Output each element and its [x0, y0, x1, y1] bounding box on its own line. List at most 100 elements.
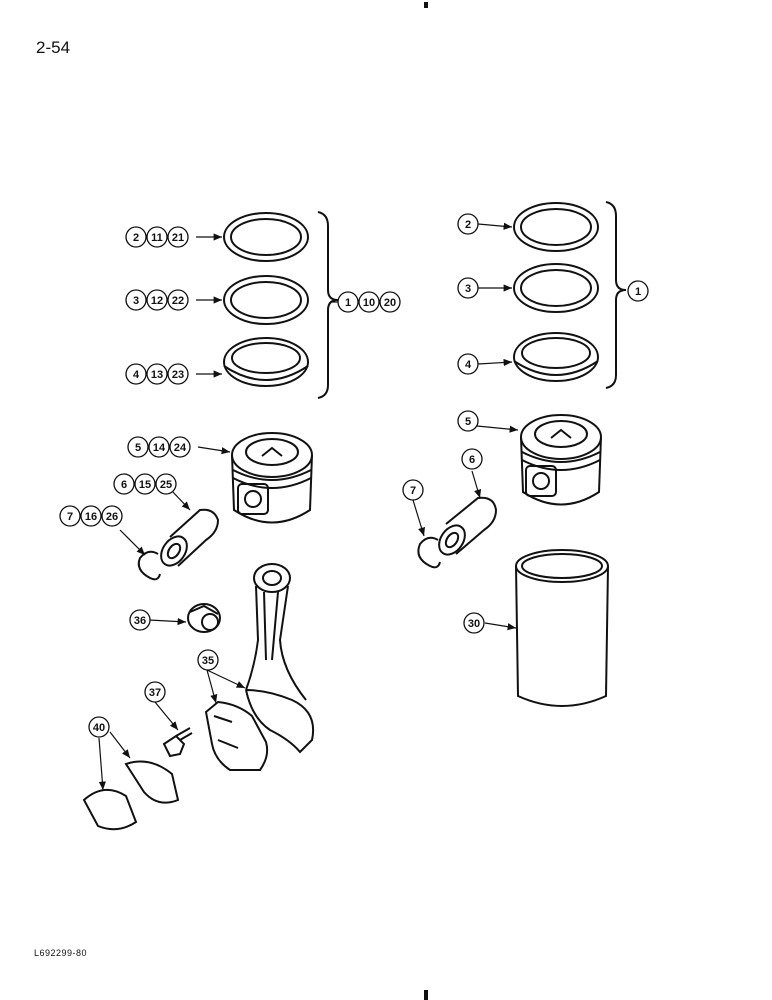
callout-number: 25 [160, 479, 172, 491]
callout-circle [457, 213, 479, 235]
callout-circle [457, 410, 479, 432]
callout-number: 11 [151, 232, 163, 244]
callout-circle [167, 289, 189, 311]
callout-circle [457, 353, 479, 375]
connecting-rod [245, 563, 314, 754]
callout-circle [88, 716, 110, 738]
callout-circle [197, 649, 219, 671]
callout-circle [127, 436, 149, 458]
callout-circle [337, 291, 359, 313]
callout-circle [134, 473, 156, 495]
callout-number: 40 [93, 722, 105, 734]
callout-ring-set-left: 1 10 20 [337, 291, 401, 313]
callout-number: 2 [133, 232, 139, 244]
callout-rod-bolt: 37 [144, 681, 166, 703]
callout-ring-set-right: 1 [627, 280, 649, 302]
callout-number: 13 [151, 369, 163, 381]
callout-circle [146, 226, 168, 248]
snap-ring-left [137, 550, 161, 581]
callout-number: 1 [345, 297, 351, 309]
callout-number: 26 [106, 511, 118, 523]
callout-circle [461, 448, 483, 470]
callout-number: 35 [202, 655, 214, 667]
callout-circle [155, 473, 177, 495]
snap-ring-right [417, 536, 441, 569]
callout-number: 5 [135, 442, 141, 454]
callout-circle [457, 277, 479, 299]
callout-number: 6 [469, 454, 475, 466]
piston-ring-top-left [223, 212, 309, 262]
callout-circle [125, 226, 147, 248]
callout-circle [59, 505, 81, 527]
registration-mark-bottom [424, 990, 428, 1000]
callout-number: 23 [172, 369, 184, 381]
callout-circle [627, 280, 649, 302]
cylinder-sleeve [515, 549, 609, 707]
small-end-bushing [187, 603, 221, 633]
piston-pin-left [160, 508, 220, 567]
callout-circle [379, 291, 401, 313]
callout-circle [80, 505, 102, 527]
callout-number: 6 [121, 479, 127, 491]
callout-circle [129, 609, 151, 631]
callout-circle [169, 436, 191, 458]
callout-number: 3 [465, 283, 471, 295]
callout-number: 7 [67, 511, 73, 523]
callout-ring-top-left: 2 11 21 [125, 226, 189, 248]
callout-bearing-shells: 40 [88, 716, 110, 738]
piston-left [231, 432, 313, 524]
callout-number: 10 [363, 297, 375, 309]
reference-code: L692299-80 [34, 948, 88, 958]
callout-circle [463, 612, 485, 634]
piston-ring-bottom-right [513, 332, 599, 382]
callout-circle [113, 473, 135, 495]
callout-ring-mid-right: 3 [457, 277, 479, 299]
callout-number: 24 [174, 442, 187, 454]
callout-circle [146, 289, 168, 311]
piston-right [520, 414, 602, 506]
registration-mark-top [424, 2, 428, 8]
callout-pin-right: 6 [461, 448, 483, 470]
callout-number: 37 [149, 687, 161, 699]
callout-snap-ring-right: 7 [402, 479, 424, 501]
piston-ring-top-right [513, 202, 599, 252]
callout-number: 14 [153, 442, 166, 454]
bearing-shell-lower [82, 789, 138, 831]
callout-ring-bot-left: 4 13 23 [125, 363, 189, 385]
callout-number: 22 [172, 295, 184, 307]
callout-piston-left: 5 14 24 [127, 436, 191, 458]
callout-number: 1 [635, 286, 641, 298]
callout-number: 4 [133, 369, 140, 381]
callout-number: 30 [468, 618, 480, 630]
rod-bearing-cap [204, 700, 269, 771]
page-number: 2-54 [36, 38, 71, 57]
piston-ring-middle-right [513, 263, 599, 313]
callout-number: 5 [465, 416, 471, 428]
bearing-shell-upper [124, 760, 180, 804]
callout-number: 21 [172, 232, 184, 244]
callout-circle [125, 289, 147, 311]
callout-cylinder-sleeve: 30 [463, 612, 485, 634]
callout-number: 4 [465, 359, 472, 371]
callout-rod-bearing-cap: 35 [197, 649, 219, 671]
callout-number: 2 [465, 219, 471, 231]
callout-ring-bot-right: 4 [457, 353, 479, 375]
ring-set-brace-left [317, 211, 339, 399]
callout-circle [167, 363, 189, 385]
callout-circle [101, 505, 123, 527]
callout-number: 3 [133, 295, 139, 307]
callout-number: 20 [384, 297, 396, 309]
piston-pin-right [438, 496, 498, 556]
callout-circle [148, 436, 170, 458]
piston-ring-bottom-left [223, 337, 309, 387]
ring-set-brace-right [605, 201, 627, 389]
rod-bolt [162, 727, 193, 758]
callout-bushing: 36 [129, 609, 151, 631]
callout-number: 7 [410, 485, 416, 497]
callout-circle [144, 681, 166, 703]
callout-circle [358, 291, 380, 313]
callout-piston-right: 5 [457, 410, 479, 432]
